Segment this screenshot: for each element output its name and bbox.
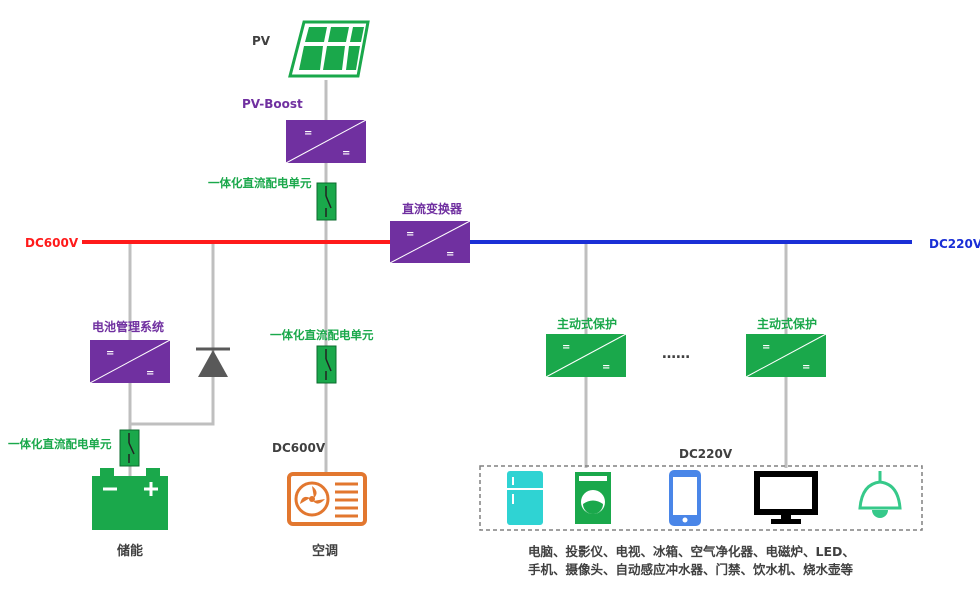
dc220v-loads-group-box — [479, 465, 923, 531]
monitor-icon — [754, 471, 818, 524]
diode-bypass-wire — [130, 242, 215, 426]
loads-voltage-label: DC220V — [679, 447, 733, 461]
air-conditioner-icon — [287, 472, 367, 526]
loads-list-line-1: 电脑、投影仪、电视、冰箱、空气净化器、电磁炉、LED、 — [528, 544, 855, 559]
converter-symbol: = — [342, 148, 350, 159]
dc-converter: = = — [389, 220, 471, 264]
fridge-icon — [507, 471, 543, 525]
converter-symbol: = — [602, 362, 610, 373]
loads-list-line-2: 手机、摄像头、自动感应冲水器、门禁、饮水机、烧水壶等 — [528, 562, 854, 577]
pv-label: PV — [252, 34, 271, 48]
converter-symbol: = — [146, 368, 154, 379]
converter-symbol: = — [106, 348, 114, 359]
converter-symbol: = — [446, 249, 454, 260]
aircon-label: 空调 — [312, 543, 338, 559]
pv-boost-label: PV-Boost — [242, 97, 303, 111]
phone-icon — [669, 470, 701, 526]
dc600v-bus-label: DC600V — [25, 236, 79, 250]
converter-symbol: = — [802, 362, 810, 373]
dc-switch-unit-left — [119, 429, 140, 467]
dc-unit-left-label: 一体化直流配电单元 — [8, 437, 112, 451]
dc-switch-unit-top — [316, 182, 337, 221]
pv-boost-converter: = = — [285, 119, 367, 164]
aircon-voltage-label: DC600V — [272, 441, 326, 455]
dc-switch-unit-mid — [316, 345, 337, 384]
storage-label: 储能 — [116, 543, 143, 559]
dc-unit-top-label: 一体化直流配电单元 — [208, 176, 312, 190]
active-protection-1-label: 主动式保护 — [557, 316, 617, 331]
battery-icon — [92, 468, 168, 530]
washing-machine-icon — [575, 472, 611, 524]
solar-panel-icon — [288, 20, 370, 78]
active-protection-2-label: 主动式保护 — [757, 316, 817, 331]
converter-symbol: = — [406, 229, 414, 240]
bms-converter: = = — [89, 339, 171, 384]
active-protection-1-box: = = — [545, 333, 627, 378]
diode-icon — [196, 347, 230, 377]
wires — [128, 80, 788, 478]
ellipsis-label: …… — [662, 346, 690, 362]
converter-symbol: = — [304, 128, 312, 139]
dc-unit-mid-label: 一体化直流配电单元 — [270, 328, 374, 342]
active-protection-2-box: = = — [745, 333, 827, 378]
dc-converter-label: 直流变换器 — [402, 201, 463, 216]
converter-symbol: = — [562, 342, 570, 353]
bms-label: 电池管理系统 — [92, 319, 164, 334]
dc220v-bus-label: DC220V — [929, 237, 980, 251]
converter-symbol: = — [762, 342, 770, 353]
lamp-icon — [858, 471, 902, 518]
